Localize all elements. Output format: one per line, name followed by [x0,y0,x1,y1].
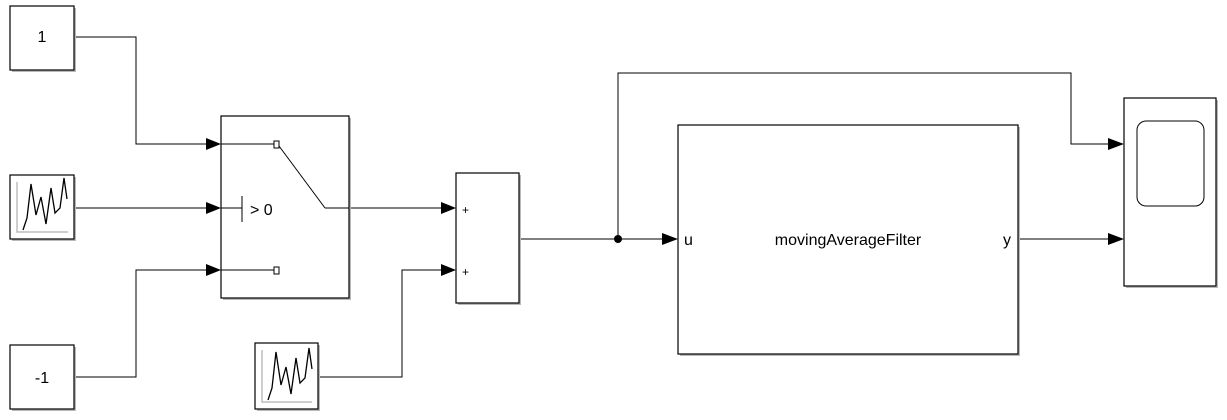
subsystem-output-port-label: y [1003,232,1011,249]
constant-top-value: 1 [38,29,47,46]
line-constm1-to-switch[interactable] [76,269,206,378]
arrow-switch-in2 [206,202,221,214]
signal-lines [76,36,1124,378]
arrow-sum-in2 [441,264,456,276]
arrow-sum-in1 [441,202,456,214]
arrow-switch-in1 [206,138,221,150]
sum-sign-2: + [462,265,469,279]
switch-criteria-label: > 0 [250,202,273,219]
subsystem-input-port-label: u [684,232,693,249]
scope-screen-icon [1136,120,1205,207]
random-source-block-top[interactable] [9,174,76,241]
switch-block[interactable]: > 0 [220,115,351,300]
line-const1-to-switch[interactable] [76,36,206,145]
line-branch-to-scope[interactable] [617,72,1108,239]
line-noise2-to-sum[interactable] [319,269,441,378]
moving-average-filter-subsystem[interactable]: u movingAverageFilter y [677,124,1020,356]
random-signal-icon [16,177,68,233]
random-signal-icon [261,347,313,403]
subsystem-name-label: movingAverageFilter [775,232,922,249]
sum-sign-1: + [462,203,469,217]
scope-block[interactable] [1123,97,1218,288]
sum-block[interactable]: + + [455,172,521,305]
arrow-scope-in1 [1108,138,1124,150]
random-source-block-bottom[interactable] [254,342,320,411]
arrow-filter-in [662,233,678,245]
arrow-scope-in2 [1108,233,1124,245]
constant-block-bottom[interactable]: -1 [9,344,76,411]
constant-bottom-value: -1 [35,370,49,387]
constant-block-top[interactable]: 1 [9,5,76,72]
arrow-switch-in3 [206,264,221,276]
